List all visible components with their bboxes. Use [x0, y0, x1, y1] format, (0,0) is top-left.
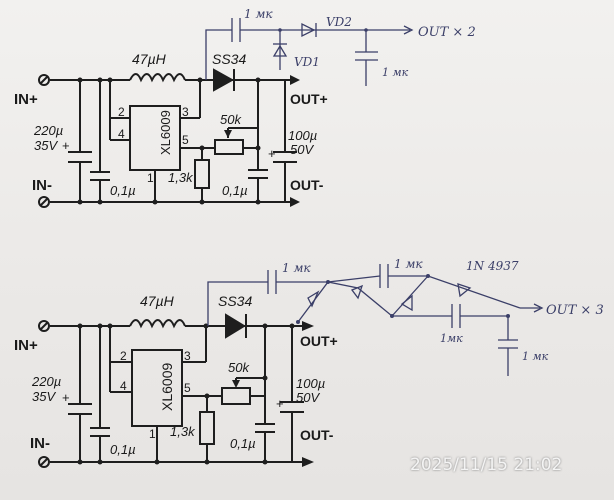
bottom-cout-value: 100µ: [296, 376, 325, 391]
top-pin2: 2: [118, 105, 125, 119]
bottom-hw-cap2-label: 1 мк: [394, 257, 423, 271]
bottom-hw-cap4-label: 1 мк: [522, 350, 549, 363]
bottom-cin-value: 220µ: [31, 374, 61, 389]
bottom-pin5: 5: [184, 381, 191, 395]
bottom-hw-cap1-label: 1 мк: [282, 261, 311, 275]
bottom-input-capacitor: [68, 403, 92, 415]
top-diode-label: SS34: [212, 51, 246, 67]
bottom-terminal-in-minus: [38, 456, 50, 468]
top-hw-cap2-label: 1 мк: [382, 66, 409, 79]
top-pin4: 4: [118, 127, 125, 141]
bottom-inductor-coil: [129, 319, 186, 329]
top-decoup-label: 0,1µ: [110, 183, 136, 198]
top-hw-vd1-label: VD1: [294, 55, 320, 69]
bottom-diode-label: SS34: [218, 293, 252, 309]
photo-timestamp: 2025/11/15 21:02: [410, 455, 563, 475]
top-ic-body: [129, 105, 181, 171]
top-cin-plus: +: [62, 138, 70, 153]
bottom-cin-voltage: 35V: [32, 389, 56, 404]
bottom-pin2: 2: [120, 349, 127, 363]
top-terminal-in-minus: [38, 196, 50, 208]
bottom-pot-label: 50k: [228, 360, 250, 375]
bottom-in-minus-label: IN-: [30, 435, 50, 452]
bottom-in-plus-label: IN+: [14, 337, 38, 354]
bottom-out-plus-label: OUT+: [300, 333, 338, 349]
bottom-cout-voltage: 50V: [296, 390, 320, 405]
top-diode-ss34: [213, 68, 235, 92]
top-cout-value: 100µ: [288, 128, 317, 143]
top-inductor-coil: [129, 73, 186, 83]
bottom-resistor-label: 1,3k: [170, 424, 196, 439]
bottom-pin4: 4: [120, 379, 127, 393]
bottom-decoup-capacitor: [90, 427, 110, 437]
top-decoup-capacitor: [90, 171, 110, 181]
top-in-minus-label: IN-: [32, 177, 52, 194]
bottom-output-capacitor: [280, 401, 304, 413]
top-pin1: 1: [147, 171, 154, 185]
bottom-cout-plus: +: [276, 396, 284, 411]
top-ic-label: XL6009: [158, 110, 173, 155]
bottom-junctions: [77, 323, 295, 465]
top-out-minus-arrow: [290, 197, 300, 207]
top-terminal-in-plus: [38, 74, 50, 86]
bottom-out-decoup-label: 0,1µ: [230, 436, 256, 451]
bottom-potentiometer: [221, 387, 251, 405]
top-cin-voltage: 35V: [34, 138, 58, 153]
top-in-plus-label: IN+: [14, 91, 38, 108]
top-pin5: 5: [182, 133, 189, 147]
top-pin3: 3: [182, 105, 189, 119]
top-hw-vd2-label: VD2: [326, 15, 352, 29]
bottom-ic-label: XL6009: [159, 363, 175, 411]
bottom-cin-plus: +: [62, 390, 70, 405]
top-input-capacitor: [68, 151, 92, 163]
bottom-pot-wiper: [232, 380, 240, 388]
bottom-pin3: 3: [184, 349, 191, 363]
bottom-diode-ss34: [225, 313, 247, 339]
top-pot-wiper: [224, 130, 232, 138]
bottom-resistor: [199, 411, 215, 445]
top-out-plus-arrow: [290, 75, 300, 85]
top-junctions: [77, 77, 261, 205]
bottom-pin1: 1: [149, 427, 156, 441]
top-resistor-label: 1,3k: [168, 170, 194, 185]
top-out-plus-label: OUT+: [290, 91, 328, 107]
bottom-out-decoup-capacitor: [255, 423, 275, 433]
top-cin-value: 220µ: [33, 123, 63, 138]
top-cout-voltage: 50V: [290, 142, 314, 157]
bottom-terminal-in-plus: [38, 320, 50, 332]
top-output-capacitor: [273, 151, 297, 163]
top-potentiometer: [214, 139, 244, 155]
bottom-inductor-label: 47µH: [140, 293, 175, 309]
bottom-ic-body: [131, 349, 183, 427]
top-cout-plus: +: [268, 146, 276, 161]
top-hw-out-label: OUT × 2: [418, 25, 476, 40]
top-handwritten-doubler: [205, 18, 414, 86]
top-circuit: IN+ IN- 47µH SS34 XL6009 2 4 3 5 1 220µ …: [14, 7, 476, 208]
bottom-out-plus-arrow: [302, 321, 314, 331]
bottom-hw-out-label: OUT × 3: [546, 303, 604, 318]
bottom-out-minus-arrow: [302, 457, 314, 467]
bottom-wires: [50, 325, 302, 463]
bottom-decoup-label: 0,1µ: [110, 442, 136, 457]
top-inductor-label: 47µH: [132, 51, 167, 67]
bottom-hw-cap3-label: 1мк: [440, 332, 463, 345]
top-out-minus-label: OUT-: [290, 177, 324, 193]
bottom-hw-diode-label: 1N 4937: [466, 259, 519, 273]
top-hw-cap1-label: 1 мк: [244, 7, 273, 21]
top-out-decoup-capacitor: [248, 169, 268, 179]
top-wires: [50, 79, 290, 203]
top-out-decoup-label: 0,1µ: [222, 183, 248, 198]
bottom-handwritten-tripler: [207, 264, 544, 376]
top-pot-label: 50k: [220, 112, 242, 127]
top-resistor: [194, 159, 210, 189]
bottom-out-minus-label: OUT-: [300, 427, 334, 443]
bottom-circuit: IN+ IN- 47µH SS34 XL6009 2 4 3 5 1 220µ …: [14, 257, 604, 468]
